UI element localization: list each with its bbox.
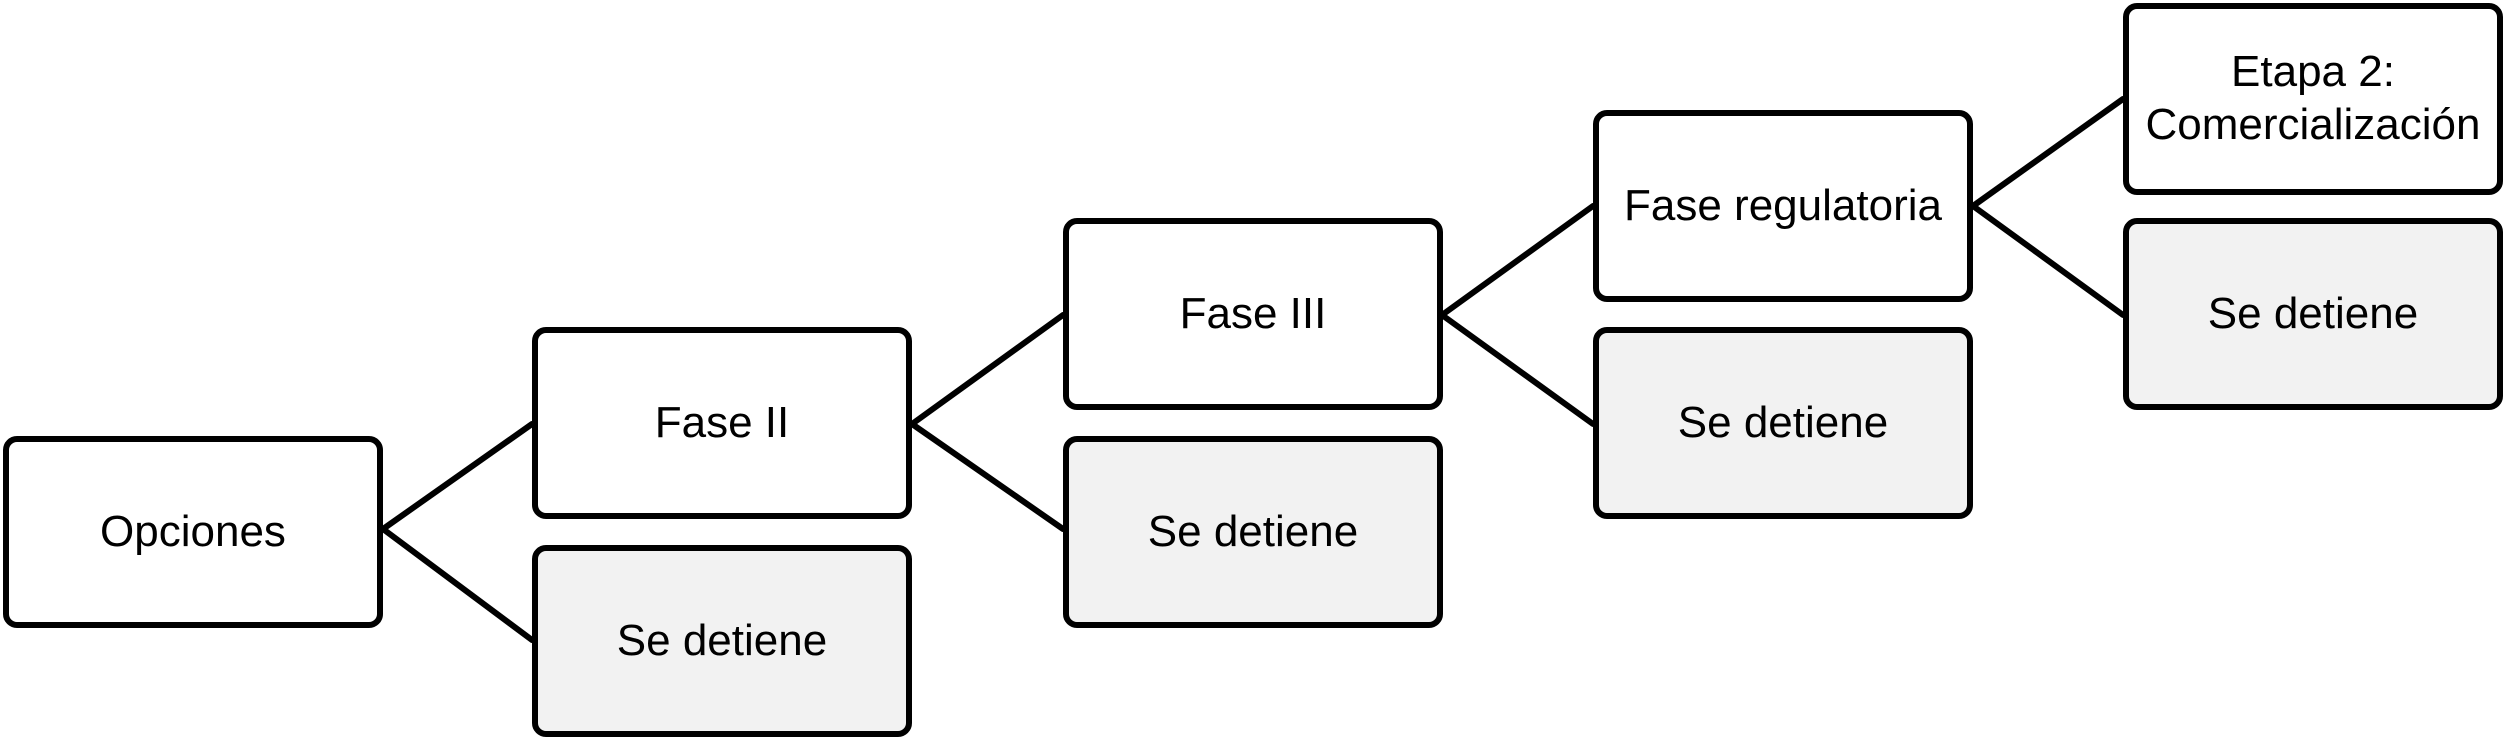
- node-etapa-2-label-line1: Etapa 2:: [2231, 47, 2395, 97]
- node-etapa-2-label-line2: Comercialización: [2145, 100, 2481, 149]
- node-stop-after-fase-ii: Se detiene: [1063, 436, 1443, 628]
- edge-fase-iii-to-regulatoria: [1439, 203, 1596, 318]
- edge-opciones-to-stop-1: [380, 526, 535, 643]
- edge-regulatoria-to-etapa-2: [1970, 96, 2126, 209]
- node-fase-ii-label: Fase II: [654, 397, 790, 447]
- node-stop-after-fase-iii-label: Se detiene: [1677, 397, 1889, 447]
- node-stop-after-regulatoria: Se detiene: [2123, 218, 2503, 410]
- node-fase-iii-label: Fase III: [1179, 288, 1327, 338]
- node-fase-ii: Fase II: [532, 327, 912, 519]
- node-etapa-2-label: Etapa 2: Comercialización: [2145, 46, 2480, 152]
- edge-fase-ii-to-stop-2: [909, 421, 1066, 532]
- node-stop-after-regulatoria-label: Se detiene: [2207, 288, 2419, 338]
- node-stop-after-opciones: Se detiene: [532, 545, 912, 737]
- node-stop-after-fase-ii-label: Se detiene: [1147, 506, 1359, 556]
- edge-regulatoria-to-stop-4: [1970, 203, 2126, 318]
- node-fase-regulatoria-label: Fase regulatoria: [1624, 180, 1942, 230]
- edge-opciones-to-fase-ii: [380, 421, 535, 532]
- node-opciones: Opciones: [3, 436, 383, 628]
- node-opciones-label: Opciones: [100, 506, 286, 556]
- node-etapa-2-comercializacion: Etapa 2: Comercialización: [2123, 3, 2503, 195]
- node-fase-iii: Fase III: [1063, 218, 1443, 410]
- node-fase-regulatoria: Fase regulatoria: [1593, 110, 1973, 302]
- edge-fase-ii-to-fase-iii: [909, 312, 1066, 427]
- node-stop-after-fase-iii: Se detiene: [1593, 327, 1973, 519]
- node-stop-after-opciones-label: Se detiene: [616, 615, 828, 665]
- edge-fase-iii-to-stop-3: [1439, 312, 1596, 427]
